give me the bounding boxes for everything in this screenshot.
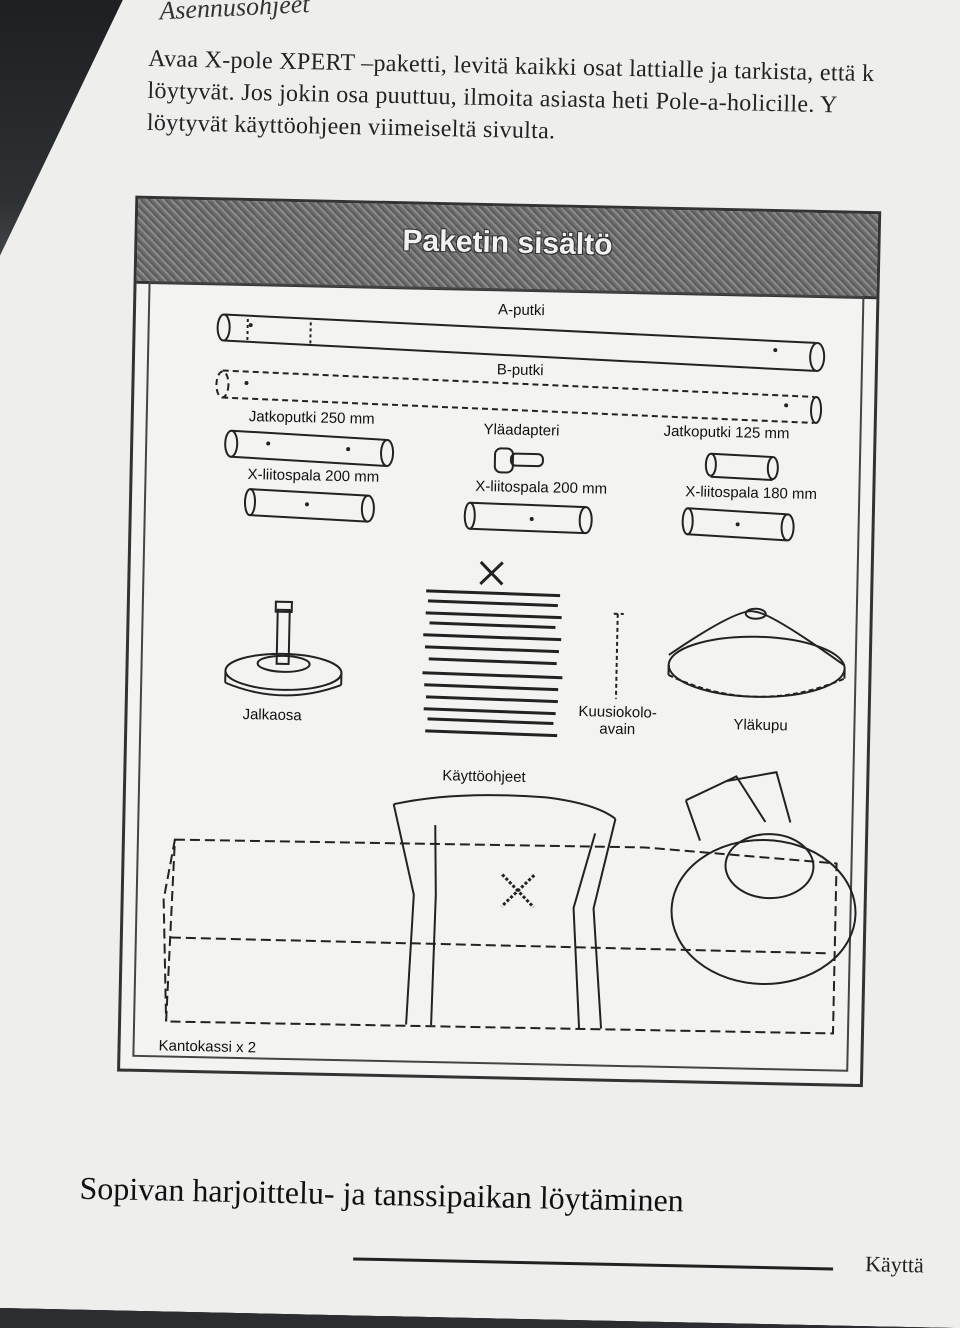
label-kuusiokoloavain-line1: Kuusiokolo- (578, 703, 658, 722)
label-b-putki: B-putki (496, 361, 544, 380)
label-kuusiokoloavain: Kuusiokolo- avain (567, 703, 668, 739)
kantokassi-bag-round (670, 770, 858, 986)
label-a-putki: A-putki (497, 301, 545, 320)
section-heading-top: Asennusohjeet (158, 0, 311, 26)
label-jatkoputki-250: Jatkoputki 250 mm (248, 408, 375, 428)
label-kayttoohjeet: Käyttöohjeet (442, 767, 526, 786)
kantokassi-bag-long (161, 837, 837, 1035)
intro-paragraph: Avaa X-pole XPERT –paketti, levitä kaikk… (147, 43, 960, 157)
kuusiokoloavain-part (612, 614, 624, 699)
ylaadapteri-part (495, 448, 543, 473)
x-liitospala-200-left-tube (245, 489, 375, 522)
footer-rule (353, 1257, 833, 1270)
package-contents-figure: Paketin sisältö (117, 196, 881, 1087)
label-ylakupu: Yläkupu (733, 716, 788, 735)
kayttoohjeet-logo (480, 562, 502, 584)
label-x-liitospala-180: X-liitospala 180 mm (685, 483, 818, 503)
footer-text: Käyttä (864, 1251, 925, 1278)
label-x-liitospala-200-mid: X-liitospala 200 mm (475, 477, 608, 498)
parts-illustration (120, 199, 878, 1084)
a-putki-tube (217, 314, 825, 371)
jatkoputki-250-tube (225, 431, 394, 467)
kantokassi-logo (502, 874, 535, 907)
jatkoputki-125-tube (706, 454, 779, 481)
b-putki-end (811, 397, 822, 423)
b-putki-tube (216, 370, 815, 423)
tube-markings (242, 323, 790, 527)
x-liitospala-200-mid-tube (464, 503, 592, 534)
label-jatkoputki-125: Jatkoputki 125 mm (663, 422, 790, 443)
kantokassi-handle (389, 793, 616, 1029)
label-x-liitospala-200-left: X-liitospala 200 mm (247, 466, 380, 486)
jalkaosa-base (225, 601, 343, 697)
label-ylaadapteri: Yläadapteri (483, 420, 560, 440)
ylakupu-dome (668, 607, 846, 699)
label-jalkaosa: Jalkaosa (242, 706, 302, 725)
section-heading-bottom: Sopivan harjoittelu- ja tanssipaikan löy… (79, 1169, 685, 1219)
kayttoohjeet-booklet (421, 591, 564, 736)
label-kantokassi: Kantokassi x 2 (158, 1037, 257, 1057)
label-kuusiokoloavain-line2: avain (599, 720, 636, 739)
x-liitospala-180-tube (682, 508, 794, 540)
